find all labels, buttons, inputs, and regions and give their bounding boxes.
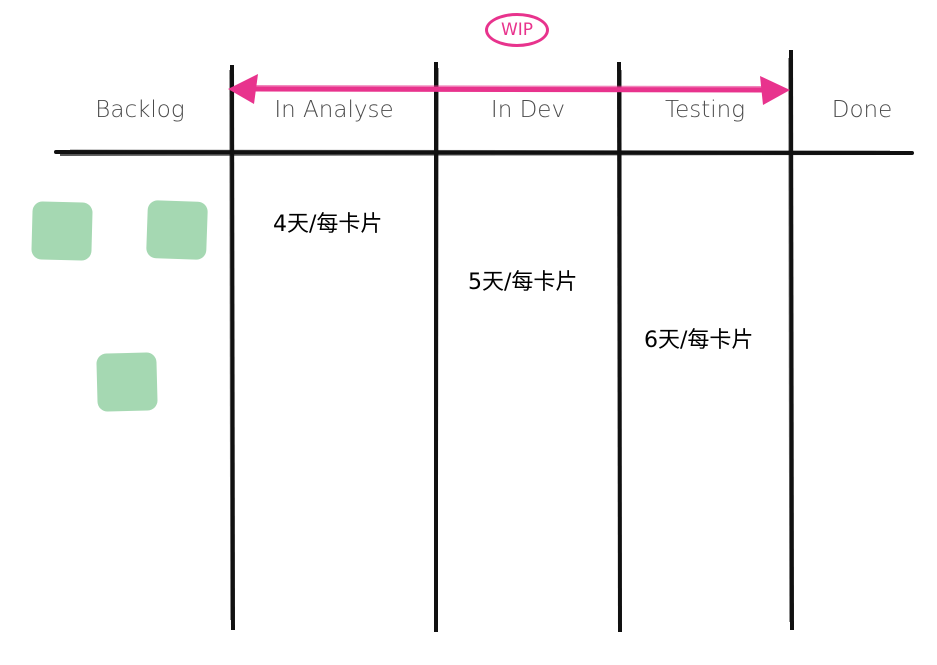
- column-divider-4: [788, 49, 794, 631]
- column-divider-2: [434, 62, 439, 632]
- column-header-in-analyse: In Analyse: [274, 97, 394, 123]
- backlog-card[interactable]: [31, 201, 93, 261]
- backlog-card[interactable]: [146, 199, 208, 261]
- arrow-right-head: [760, 76, 790, 105]
- wip-arrow: [228, 74, 790, 105]
- header-divider: [54, 149, 914, 156]
- analyse-rate-label: 4天/每卡片: [273, 212, 383, 237]
- column-header-testing: Testing: [664, 97, 746, 123]
- column-header-in-dev: In Dev: [490, 97, 566, 123]
- testing-rate-label: 6天/每卡片: [644, 328, 754, 353]
- column-divider-3: [617, 61, 622, 633]
- dev-rate-label: 5天/每卡片: [468, 270, 578, 295]
- wip-badge: WIP: [485, 13, 549, 47]
- backlog-card[interactable]: [96, 352, 158, 412]
- column-divider-1: [229, 64, 235, 631]
- column-header-backlog: Backlog: [95, 97, 185, 123]
- arrow-left-head: [228, 74, 258, 104]
- column-header-done: Done: [831, 97, 893, 123]
